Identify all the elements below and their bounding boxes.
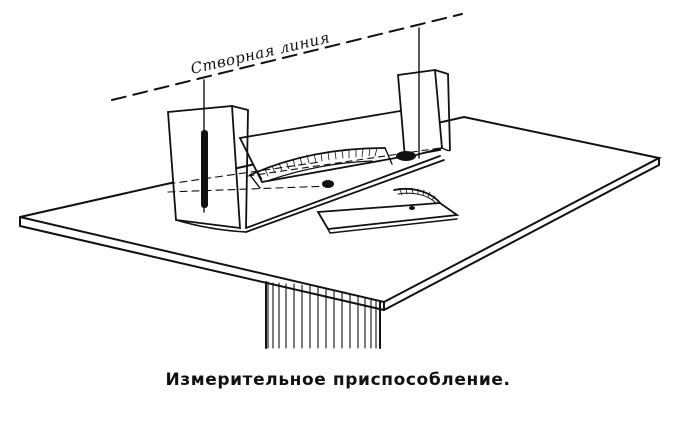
bracket-right-upright [396,68,451,161]
figure-caption: Измерительное приспособление. [165,370,511,390]
sight-line-label: Створная линия [189,28,332,78]
bar-hole [409,206,415,210]
slotted-bar [316,202,460,234]
bracket-base [238,107,445,233]
pivot-screw [322,180,334,188]
protractor-small [393,187,441,204]
sight-line [111,13,463,101]
pedestal-column [265,280,381,349]
sight-plane-upper [167,161,321,185]
sight-plane-lower [167,185,331,193]
protractor-large [249,147,393,189]
bracket-left-upright [167,105,249,233]
